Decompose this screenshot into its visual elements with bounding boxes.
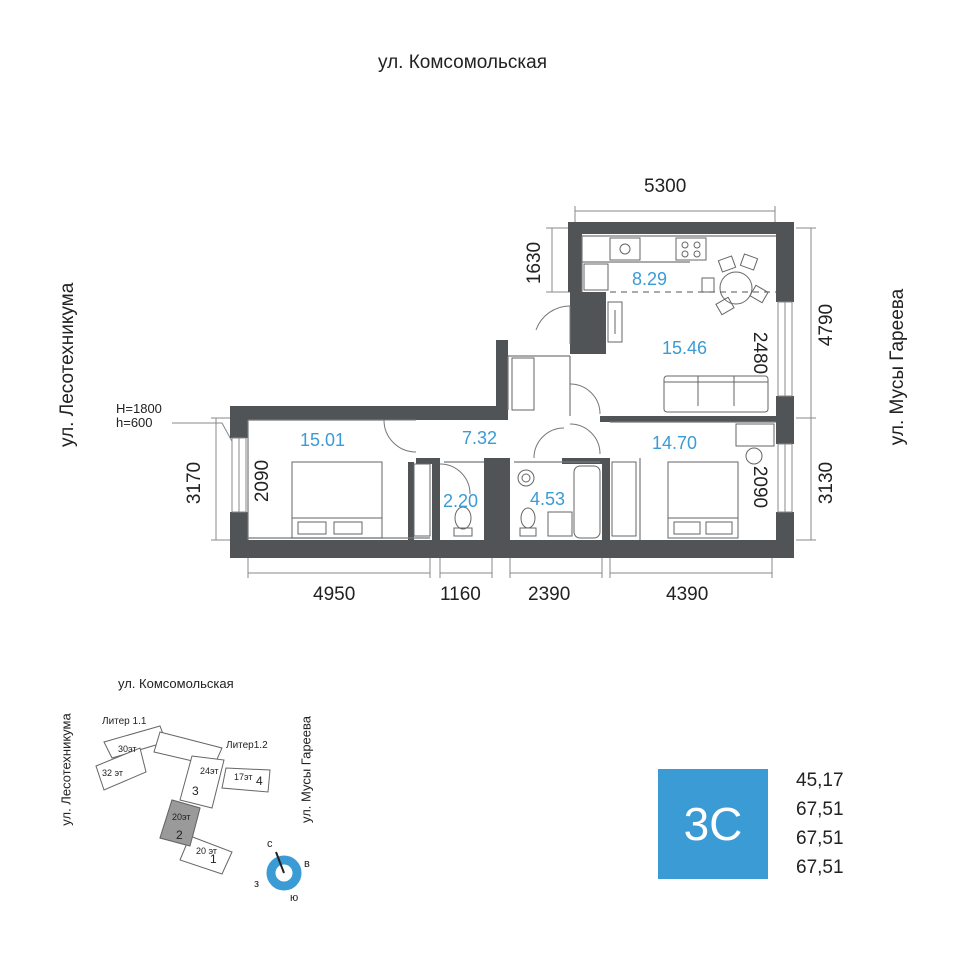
compass-south: ю [290,892,299,904]
apartment-value-2: 67,51 [796,799,844,820]
window-note: H=1800 h=600 [116,402,162,430]
apartment-type-badge: 3С [658,769,768,879]
area-hall: 7.32 [462,428,498,448]
apartment-value-4: 67,51 [796,857,844,878]
dim-bottom-3: 2390 [528,584,571,605]
area-bedroom-right: 14.70 [652,433,698,453]
site-floors-20b: 20 эт [196,846,218,856]
site-street-top: ул. Комсомольская [118,676,234,691]
window-note-h: H=1800 [116,401,162,416]
window-note-sill: h=600 [116,415,153,430]
site-section-4: 4 [256,774,263,788]
apartment-value-1: 45,17 [796,770,844,791]
site-section-1: 1 [210,852,217,866]
site-liter-1-2: Литер1.2 [226,740,268,751]
street-right-label: ул. Мусы Гареева [887,288,908,446]
site-floors-17: 17эт [234,772,253,782]
dim-right-total: 4790 [816,303,837,347]
dim-bottom-2: 1160 [440,584,481,605]
site-floors-20a: 20эт [172,812,191,822]
area-kitchen: 8.29 [632,269,668,289]
area-living: 15.46 [662,338,708,358]
apartment-area-values: 45,17 67,51 67,51 67,51 [796,766,844,882]
street-left-label: ул. Лесотехникума [57,282,78,447]
site-floors-24: 24эт [200,766,219,776]
apartment-value-3: 67,51 [796,828,844,849]
site-floors-32: 32 эт [102,768,124,778]
site-section-2: 2 [176,828,183,842]
compass-north: с [267,838,273,850]
dim-bedroom-right-height: 2090 [749,465,770,509]
area-bath: 4.53 [530,489,566,509]
dim-top-width: 5300 [644,176,687,197]
site-street-right: ул. Мусы Гареева [298,715,314,824]
dim-bottom-4: 4390 [666,584,709,605]
compass-east: в [304,858,310,870]
site-section-3: 3 [192,784,199,798]
area-bedroom-left: 15.01 [300,430,346,450]
area-toilet: 2.20 [443,491,479,511]
dim-right-bottom: 3130 [816,461,837,505]
site-floors-30: 30эт [118,744,137,754]
compass-west: з [254,878,260,890]
dim-kitchen-depth: 1630 [524,241,545,285]
dim-bedroom-left-height: 2090 [252,459,273,503]
dim-living-height: 2480 [749,331,770,375]
dim-left-total: 3170 [184,461,205,505]
street-top-label: ул. Комсомольская [378,52,547,73]
site-liter-1-1: Литер 1.1 [102,716,147,727]
apartment-type-code: 3С [683,798,743,850]
site-street-left: ул. Лесотехникума [58,713,74,826]
dim-bottom-1: 4950 [313,584,356,605]
